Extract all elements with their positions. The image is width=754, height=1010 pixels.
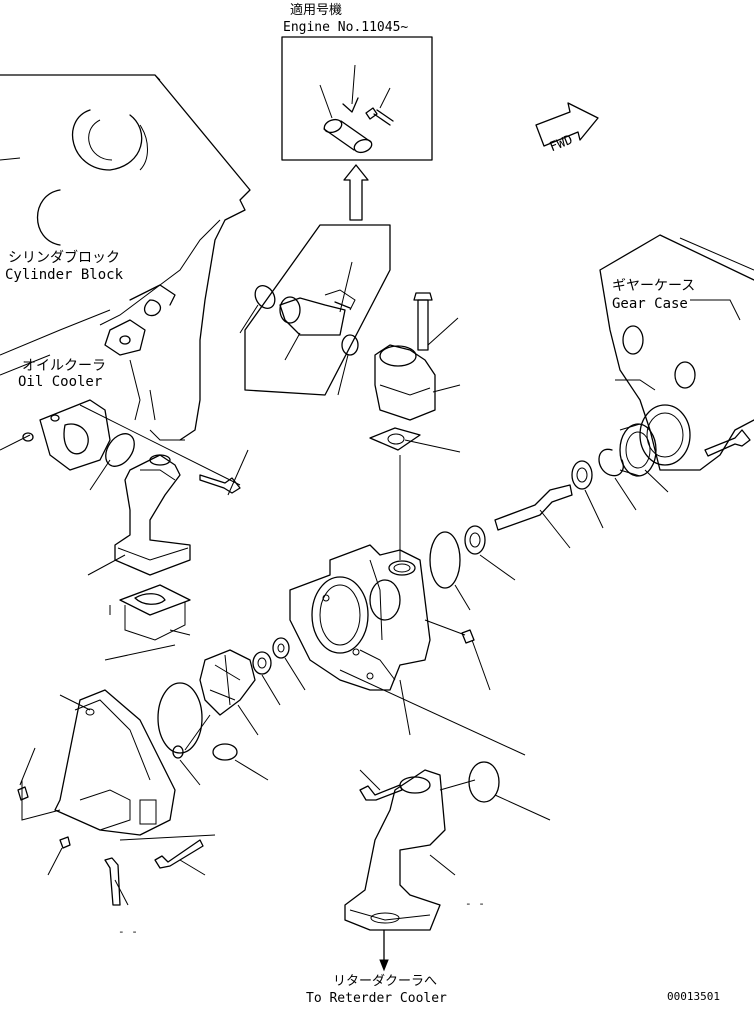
pump-shaft <box>494 484 573 531</box>
thermostat-housing <box>369 292 461 453</box>
seal-ring <box>272 637 290 659</box>
drive-gear <box>619 423 657 477</box>
retarder-label-en: To Reterder Cooler <box>306 991 447 1005</box>
oil-cooler-label-jp: オイルクーラ <box>22 358 106 374</box>
gear-and-shaft-assembly <box>429 423 669 611</box>
gear-case-label-jp: ギヤーケース <box>612 278 695 294</box>
bearing-1 <box>571 460 593 490</box>
impeller-group <box>199 637 306 736</box>
inset-arrow <box>343 164 369 221</box>
o-ring-6 <box>212 743 238 761</box>
retarder-label-jp: リターダクーラへ <box>333 974 437 989</box>
gasket <box>369 427 421 451</box>
washer-part <box>342 97 359 113</box>
fwd-arrow-icon: FWD <box>535 102 599 155</box>
oil-cooler: オイルクーラ Oil Cooler <box>0 358 111 471</box>
elbow-left <box>79 404 249 576</box>
outlet-elbow: - - <box>344 761 551 972</box>
snap-ring <box>598 448 624 477</box>
applicable-label-jp: 適用号機 <box>290 2 342 18</box>
mechanical-seal <box>252 651 272 675</box>
cylinder-block: シリンダブロック Cylinder Block <box>0 74 251 441</box>
sleeve-part <box>323 118 373 154</box>
gear-case: ギヤーケース Gear Case <box>599 234 754 471</box>
applicable-label-en: Engine No.11045~ <box>283 20 408 35</box>
retarder-labels: リターダクーラへ To Reterder Cooler 00013501 <box>306 974 720 1006</box>
water-pump-body <box>289 455 526 756</box>
o-ring-7 <box>468 761 500 803</box>
gear-case-label-en: Gear Case <box>612 296 688 312</box>
oil-cooler-label-en: Oil Cooler <box>18 374 102 390</box>
connector-pipe <box>279 297 346 336</box>
cylinder-block-label-jp: シリンダブロック <box>8 249 120 266</box>
dot-mark: - - <box>118 925 138 938</box>
o-ring-2 <box>254 285 276 309</box>
drawing-number: 00013501 <box>667 990 720 1003</box>
cylinder-block-label-en: Cylinder Block <box>5 267 124 283</box>
connector-housing-group <box>239 224 391 396</box>
o-ring-5 <box>157 682 203 754</box>
bearing-2 <box>464 525 486 555</box>
o-ring-1 <box>105 433 135 467</box>
fwd-label: FWD <box>548 132 576 155</box>
svg-text:- -: - - <box>465 897 485 910</box>
o-ring-3 <box>341 334 359 356</box>
inset-box <box>281 36 433 161</box>
bolt-part <box>365 107 394 126</box>
impeller <box>199 649 256 716</box>
o-ring-4 <box>429 531 461 589</box>
pump-cover: - - <box>17 682 269 938</box>
applicability-inset: 適用号機 Engine No.11045~ <box>281 2 433 161</box>
pipe-flange-left <box>104 584 191 661</box>
